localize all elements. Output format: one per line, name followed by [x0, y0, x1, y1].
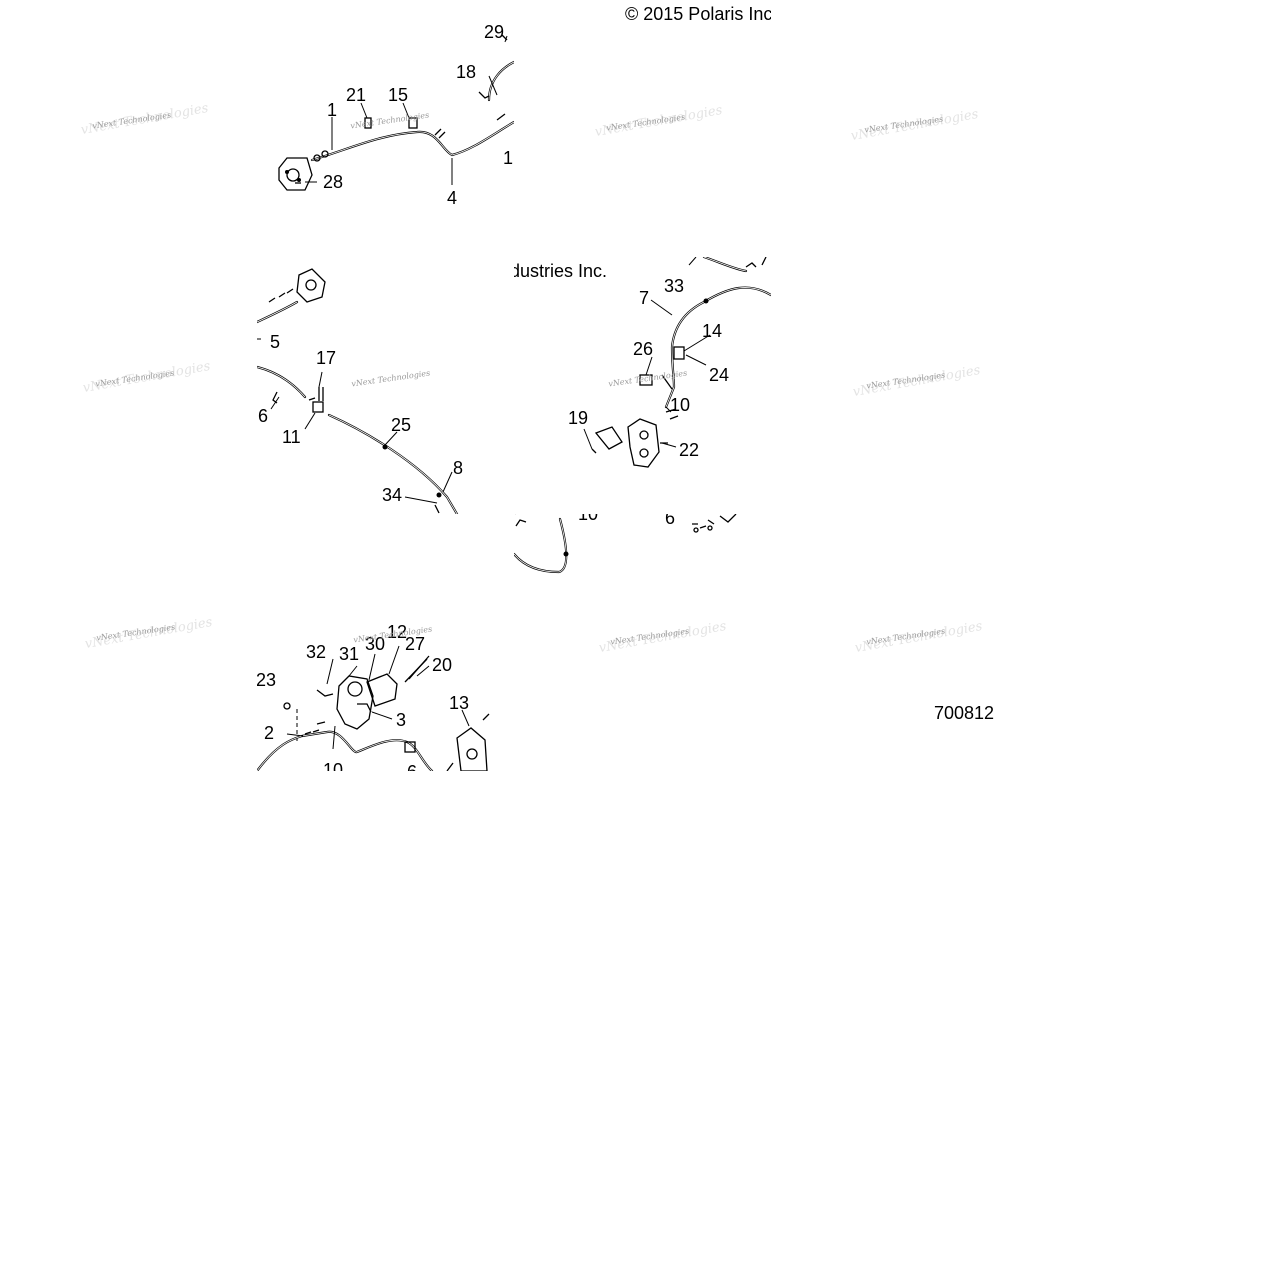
copyright-text: © 2015 Polaris Inc [625, 4, 771, 24]
callout-10-lower: 10 [323, 760, 343, 771]
callout-2: 2 [264, 723, 274, 743]
front-brake-line-drawing: 29 18 1 21 15 28 4 1 [278, 22, 514, 208]
fitting-17 [318, 387, 324, 401]
callout-33: 33 [664, 276, 684, 296]
callout-30: 30 [365, 634, 385, 654]
callout-8: 8 [453, 458, 463, 478]
callout-7: 7 [639, 288, 649, 308]
callout-24: 24 [709, 365, 729, 385]
drawing-number: 700812 [934, 703, 995, 723]
brake-line-6 [257, 365, 307, 399]
callout-10: 10 [670, 395, 690, 415]
rear-caliper-right [627, 418, 660, 468]
callout-19: 19 [568, 408, 588, 428]
clip-21 [364, 117, 372, 129]
tile-front-brake-line: 29 18 1 21 15 28 4 1 [257, 0, 514, 257]
callout-6-lower: 6 [407, 762, 417, 771]
tile-master-cylinder: 12 30 27 32 31 20 23 3 13 2 10 6 [257, 514, 514, 771]
master-cylinder [336, 675, 374, 730]
brake-line-9 [514, 517, 568, 574]
callout-34: 34 [382, 485, 402, 505]
junction-11 [312, 401, 324, 413]
callout-31: 31 [339, 644, 359, 664]
callout-17: 17 [316, 348, 336, 368]
fitting-1 [313, 154, 321, 162]
clip-14 [673, 346, 685, 360]
callout-22: 22 [679, 440, 699, 460]
clip-15 [408, 117, 418, 129]
fitting-18 [478, 91, 490, 99]
clamp [404, 741, 416, 753]
callout-12: 12 [387, 622, 407, 642]
front-caliper-left [278, 157, 313, 191]
rear-right-caliper-drawing: dustries Inc. [514, 257, 771, 468]
callout-10-partial: 10 [578, 514, 598, 524]
callout-25: 25 [391, 415, 411, 435]
callout-15: 15 [388, 85, 408, 105]
tile-rear-crossover-line: 9 10 6 [514, 514, 771, 771]
callout-26: 26 [633, 339, 653, 359]
tile-rear-left-lines: 5 17 6 11 25 8 34 [257, 257, 514, 514]
callout-14: 14 [702, 321, 722, 341]
callout-18: 18 [456, 62, 476, 82]
copyright-fragment: dustries Inc. [514, 261, 607, 281]
bolt-pair [434, 128, 446, 139]
callout-11: 11 [282, 427, 301, 447]
callout-6-partial: 6 [665, 514, 675, 528]
brake-hose-upper [487, 60, 514, 102]
reservoir-12 [366, 673, 398, 707]
callout-4: 4 [447, 188, 457, 208]
callout-5: 5 [270, 332, 280, 352]
callout-13: 13 [449, 693, 469, 713]
rear-left-lines-drawing: 5 17 6 11 25 8 34 [257, 268, 463, 514]
rear-caliper-top [296, 268, 326, 303]
tile-rear-right-caliper: dustries Inc. [514, 257, 771, 514]
callout-21: 21 [346, 85, 366, 105]
rear-crossover-drawing: 9 10 6 [514, 514, 737, 574]
callout-1: 1 [327, 100, 337, 120]
caliper-bracket-19 [594, 426, 623, 450]
callout-6: 6 [258, 406, 268, 426]
callout-1-partial: 1 [503, 148, 513, 168]
fitting-32 [316, 689, 334, 697]
callout-20: 20 [432, 655, 452, 675]
callout-27: 27 [405, 634, 425, 654]
callout-29: 29 [484, 22, 504, 42]
master-cylinder-drawing: 12 30 27 32 31 20 23 3 13 2 10 6 [257, 622, 490, 771]
callout-23: 23 [257, 670, 276, 690]
nut-23 [283, 702, 291, 710]
callout-32: 32 [306, 642, 326, 662]
callout-3: 3 [396, 710, 406, 730]
caliper-13 [456, 727, 488, 771]
callout-28: 28 [323, 172, 343, 192]
